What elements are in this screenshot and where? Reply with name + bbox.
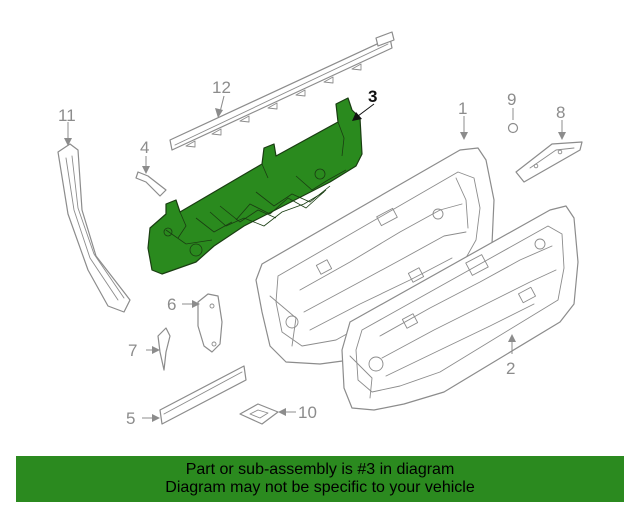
part-info-banner: Part or sub-assembly is #3 in diagram Di… (16, 456, 624, 502)
callout-12: 12 (212, 78, 231, 97)
callout-11: 11 (58, 106, 76, 125)
part-4-clip (135, 171, 167, 197)
part-2-liftgate-outer-panel (341, 205, 579, 411)
callout-4: 4 (140, 138, 149, 157)
callout-5: 5 (126, 409, 135, 428)
part-12-rail (169, 31, 395, 151)
banner-line-2: Diagram may not be specific to your vehi… (165, 479, 475, 496)
callout-8: 8 (556, 103, 565, 122)
part-7-wedge-clip (157, 327, 171, 371)
callout-9: 9 (507, 90, 516, 109)
callout-2: 2 (506, 359, 515, 378)
leader-lines (64, 95, 566, 422)
part-6-trim-piece (197, 293, 223, 353)
part-9-grommet (507, 122, 519, 134)
parts-diagram: 11 12 3 4 1 9 8 6 7 2 5 10 (57, 31, 583, 428)
callout-3: 3 (368, 87, 377, 106)
part-10-pad (239, 403, 279, 425)
part-11-pillar-trim (57, 143, 131, 313)
part-8-bracket (515, 141, 583, 183)
part-5-strip (159, 365, 247, 425)
callout-7: 7 (128, 341, 137, 360)
callout-10: 10 (298, 403, 317, 422)
callout-6: 6 (167, 295, 176, 314)
part-3-highlighted-trim-panel (147, 97, 363, 275)
callout-1: 1 (458, 99, 467, 118)
banner-line-1: Part or sub-assembly is #3 in diagram (185, 461, 455, 478)
callout-labels: 11 12 3 4 1 9 8 6 7 2 5 10 (58, 78, 565, 428)
